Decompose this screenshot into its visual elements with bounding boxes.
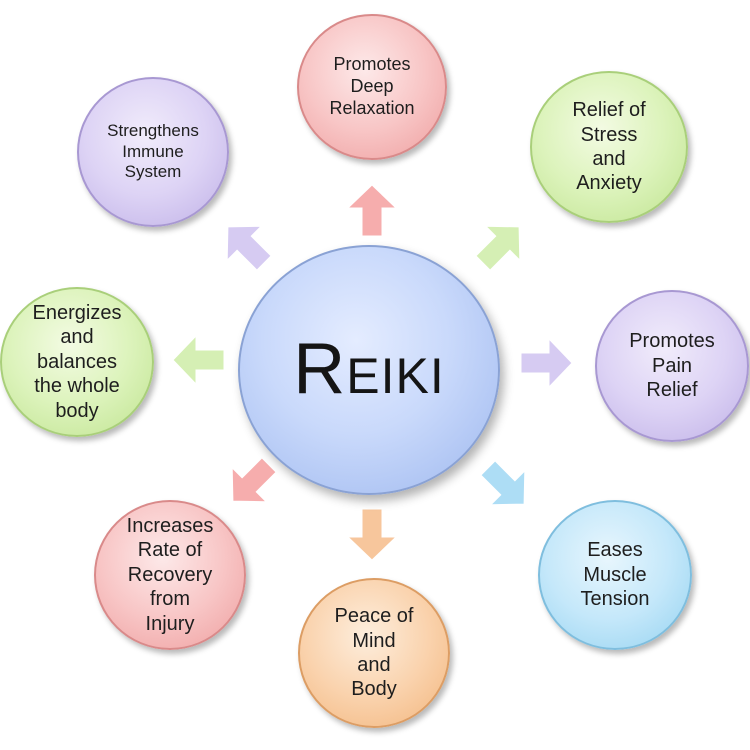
node-promotes-deep-relaxation: Promotes Deep Relaxation	[297, 14, 447, 160]
center-label: Reiki	[293, 329, 445, 410]
node-strengthens-immune: Strengthens Immune System	[77, 77, 229, 227]
node-promotes-pain-relief: Promotes Pain Relief	[595, 290, 749, 442]
node-increases-recovery: Increases Rate of Recovery from Injury	[94, 500, 246, 650]
node-label: Promotes Deep Relaxation	[329, 54, 415, 118]
node-eases-muscle-tension: Eases Muscle Tension	[538, 500, 692, 650]
arrow-to-top-right	[475, 225, 521, 271]
node-label: Relief of Stress and Anxiety	[572, 99, 646, 195]
center-reiki-circle: Reiki	[238, 245, 500, 495]
arrow-to-bot-left	[231, 457, 277, 503]
node-peace-of-mind: Peace of Mind and Body	[298, 578, 450, 728]
node-relief-of-stress: Relief of Stress and Anxiety	[530, 71, 688, 223]
arrow-to-bottom	[346, 508, 398, 561]
arrow-to-left	[172, 334, 225, 386]
node-label: Energizes and balances the whole body	[32, 302, 122, 422]
node-label: Strengthens Immune System	[107, 120, 199, 182]
node-label: Increases Rate of Recovery from Injury	[126, 515, 214, 635]
node-label: Peace of Mind and Body	[334, 605, 414, 701]
arrow-to-right	[520, 337, 573, 389]
arrow-to-bot-right	[480, 460, 526, 506]
node-energizes-body: Energizes and balances the whole body	[0, 287, 154, 437]
node-label: Eases Muscle Tension	[580, 539, 650, 611]
arrow-to-top	[346, 184, 398, 237]
arrow-to-top-left	[226, 225, 272, 271]
node-label: Promotes Pain Relief	[629, 330, 715, 402]
